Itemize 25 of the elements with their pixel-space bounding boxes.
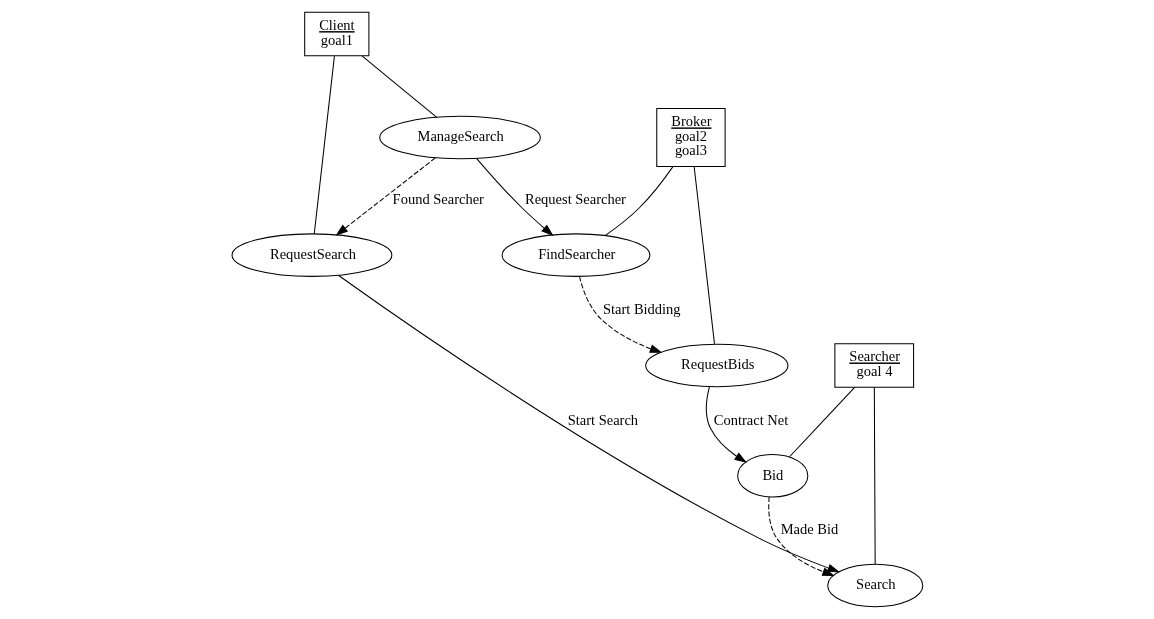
node-ellipse: ManageSearch — [378, 115, 541, 160]
node-box: Searcher goal 4 — [833, 343, 914, 388]
connector — [788, 386, 855, 458]
arrow — [335, 157, 436, 236]
edge-label: Found Searcher — [392, 191, 484, 208]
connector — [873, 386, 876, 565]
edge-label: Start Search — [567, 411, 638, 428]
edge-label: Request Searcher — [524, 191, 626, 208]
node-box: Broker goal2 goal3 — [655, 108, 726, 168]
connector — [313, 55, 335, 235]
connector — [361, 55, 437, 118]
edge-label: Made Bid — [780, 521, 838, 538]
arrow — [705, 386, 747, 463]
arrow — [578, 275, 662, 353]
arrow — [337, 274, 840, 573]
connector — [693, 166, 715, 345]
node-ellipse: Bid — [736, 453, 808, 498]
edge-label: Contract Net — [713, 411, 788, 428]
edge-label: Start Bidding — [602, 300, 681, 317]
node-ellipse: RequestSearch — [231, 233, 392, 277]
arrow — [767, 496, 835, 576]
node-ellipse: FindSearcher — [501, 233, 650, 277]
connector — [604, 166, 673, 237]
arrow — [475, 157, 554, 237]
node-box: Client goal1 — [303, 11, 369, 57]
